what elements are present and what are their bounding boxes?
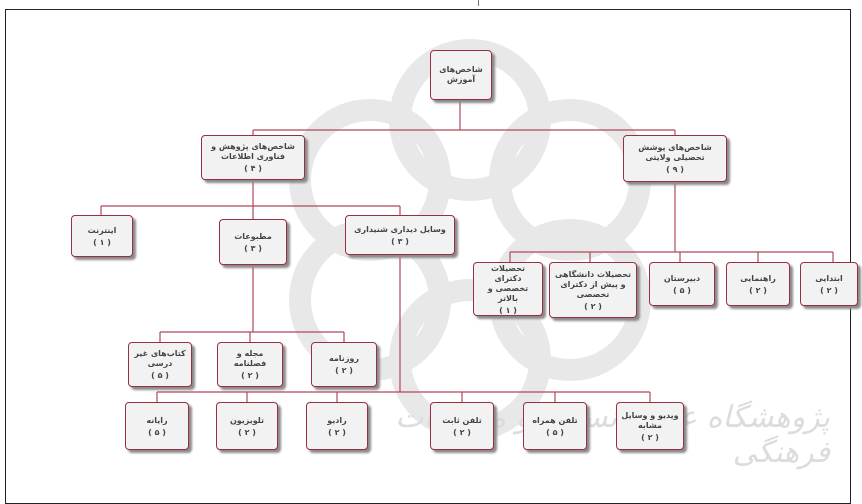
- node-computer: رایانه ( ۵ ): [125, 402, 189, 450]
- node-radio: رادیو ( ۲ ): [306, 402, 368, 450]
- node-nontextbooks: کتاب‌های غیر درسی ( ۵ ): [128, 342, 192, 387]
- node-audiovisual: وسایل دیداری شنیداری ( ۳ ): [345, 215, 455, 255]
- node-root: شاخص‌های آموزش: [430, 50, 492, 100]
- node-landline: تلفن ثابت ( ۲ ): [430, 402, 494, 450]
- node-primary: ابتدایی ( ۲ ): [800, 262, 858, 306]
- node-mobile-phone: تلفن همراه ( ۵ ): [523, 402, 587, 450]
- node-education-coverage: شاخص‌های پوشش تحصیلی ولایتی ( ۹ ): [623, 135, 727, 182]
- top-tick-mark: [478, 0, 479, 6]
- node-press: مطبوعات ( ۳ ): [219, 219, 287, 265]
- node-internet: اینترنت ( ۱ ): [71, 215, 133, 257]
- node-higher-education: تحصیلات دانشگاهی و پیش از دکترای تخصصی (…: [549, 262, 637, 318]
- node-television: تلویزیون ( ۲ ): [216, 402, 278, 450]
- node-magazine: مجله و فصلنامه ( ۲ ): [217, 342, 283, 387]
- node-video: ویدیو و وسایل مشابه ( ۲ ): [616, 402, 684, 450]
- node-research-it: شاخص‌های پژوهش و فناوری اطلاعات ( ۴ ): [201, 135, 305, 180]
- node-newspaper: روزنامه ( ۲ ): [311, 342, 377, 387]
- node-middle-school: راهنمایی ( ۲ ): [726, 262, 790, 306]
- node-doctorate: تحصیلات دکترای تخصصی و بالاتر ( ۱ ): [473, 262, 543, 316]
- node-high-school: دبیرستان ( ۵ ): [649, 262, 715, 306]
